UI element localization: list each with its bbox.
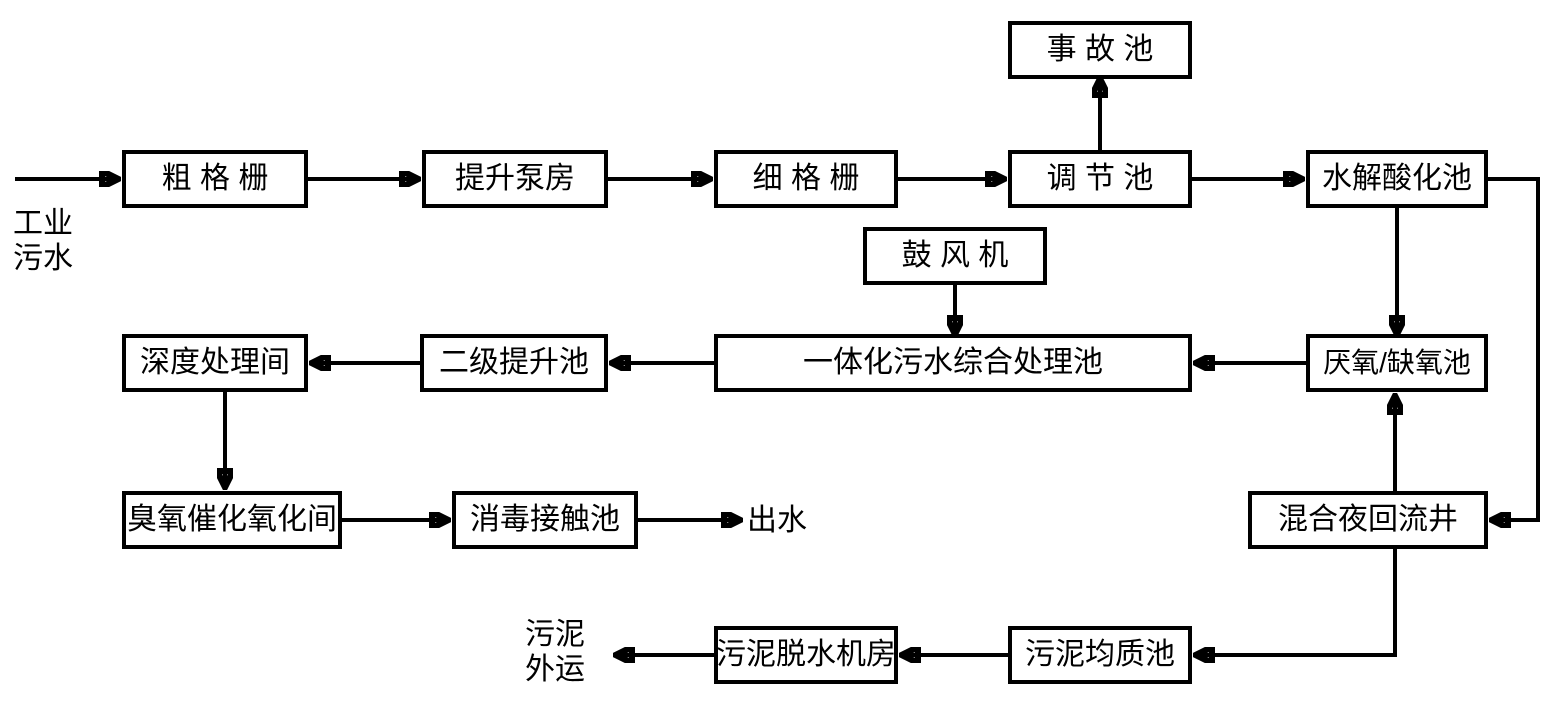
node-blower: 鼓 风 机 — [863, 227, 1047, 285]
node-secondary-lift-tank: 二级提升池 — [420, 334, 608, 392]
node-disinfection-contact-tank: 消毒接触池 — [452, 491, 638, 549]
node-mixed-liquor-return-well: 混合夜回流井 — [1248, 491, 1488, 549]
edge-hydrolysis-tank-return-well — [1488, 177, 1540, 520]
edge-return-well-sludge-equalization-tank — [1196, 549, 1397, 655]
node-accident-tank: 事 故 池 — [1008, 21, 1192, 79]
node-lift-pump-house: 提升泵房 — [422, 150, 608, 208]
node-coarse-screen: 粗 格 栅 — [122, 150, 308, 208]
node-anaerobic-anoxic-tank: 厌氧/缺氧池 — [1306, 334, 1488, 392]
node-ozone-catalytic-oxidation-room: 臭氧催化氧化间 — [122, 491, 342, 549]
node-sludge-dewatering-room: 污泥脱水机房 — [714, 626, 898, 684]
node-regulating-tank: 调 节 池 — [1008, 150, 1192, 208]
node-sludge-equalization-tank: 污泥均质池 — [1008, 626, 1192, 684]
label-sludge-hauling: 污泥 外运 — [525, 618, 585, 686]
node-hydrolysis-acidification-tank: 水解酸化池 — [1306, 150, 1488, 208]
label-effluent: 出水 — [747, 504, 807, 537]
node-advanced-treatment-room: 深度处理间 — [122, 334, 308, 392]
node-fine-screen: 细 格 栅 — [714, 150, 898, 208]
node-integrated-treatment-tank: 一体化污水综合处理池 — [714, 334, 1192, 392]
label-industrial-wastewater: 工业 污水 — [13, 207, 73, 275]
